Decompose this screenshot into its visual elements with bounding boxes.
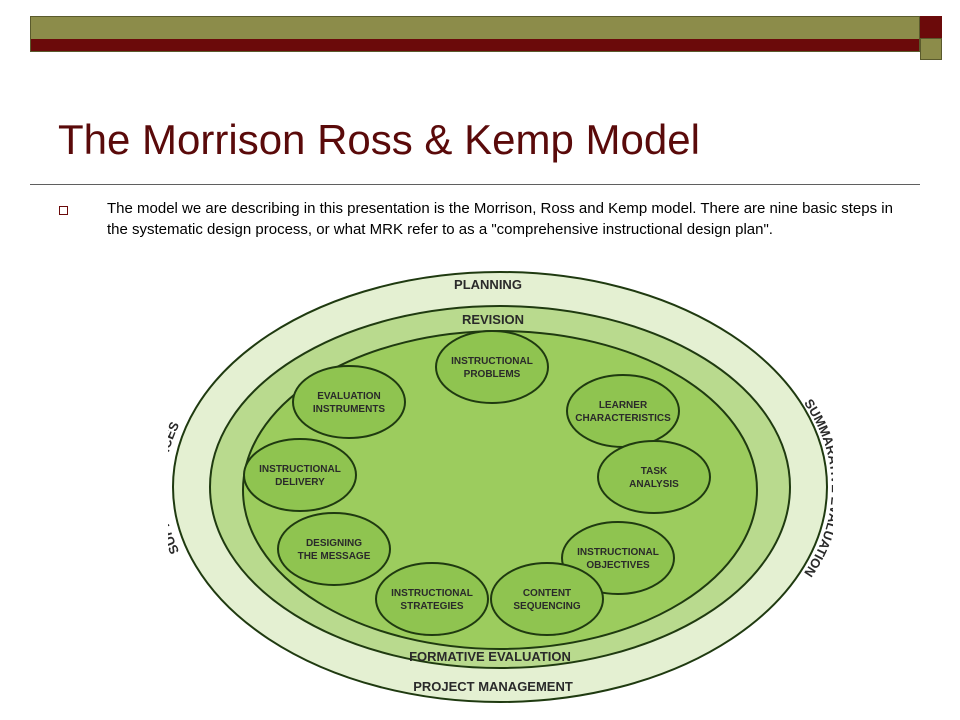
step-node-shape <box>375 562 489 636</box>
step-node: DESIGNING THE MESSAGE <box>277 512 391 586</box>
step-node-label-line: THE MESSAGE <box>298 551 371 562</box>
step-node-label: CONTENT SEQUENCING <box>513 588 580 612</box>
header-bar-accent <box>31 39 919 51</box>
corner-square-olive <box>920 38 942 60</box>
label-project-management: PROJECT MANAGEMENT <box>413 679 573 694</box>
header-bar <box>30 16 920 52</box>
step-node-label: INSTRUCTIONAL PROBLEMS <box>451 356 533 380</box>
bullet-text: The model we are describing in this pres… <box>107 200 893 238</box>
label-revision: REVISION <box>462 312 524 327</box>
step-node-label-line: ANALYSIS <box>629 479 679 490</box>
step-node: INSTRUCTIONAL STRATEGIES <box>375 562 489 636</box>
title-divider <box>30 184 920 185</box>
step-node-shape <box>277 512 391 586</box>
step-node-label-line: INSTRUCTIONAL <box>259 464 341 475</box>
step-node-label-line: INSTRUCTIONAL <box>391 588 473 599</box>
label-formative-evaluation: FORMATIVE EVALUATION <box>409 649 571 664</box>
step-node-label-line: INSTRUCTIONAL <box>451 356 533 367</box>
step-node: EVALUATION INSTRUMENTS <box>292 365 406 439</box>
step-node-label-line: TASK <box>641 466 668 477</box>
step-node: CONTENT SEQUENCING <box>490 562 604 636</box>
step-node-shape <box>243 438 357 512</box>
label-planning: PLANNING <box>454 277 522 292</box>
step-node-label-line: PROBLEMS <box>464 369 521 380</box>
step-node: INSTRUCTIONAL PROBLEMS <box>435 330 549 404</box>
mrk-model-diagram: PLANNING REVISION FORMATIVE EVALUATION P… <box>168 271 833 703</box>
step-node-label: INSTRUCTIONAL OBJECTIVES <box>577 547 659 571</box>
step-node-label-line: OBJECTIVES <box>586 560 650 571</box>
step-node-shape <box>566 374 680 448</box>
step-node: LEARNER CHARACTERISTICS <box>566 374 680 448</box>
step-node-label-line: LEARNER <box>599 400 648 411</box>
step-node-label-line: SEQUENCING <box>513 601 580 612</box>
step-node: TASK ANALYSIS <box>597 440 711 514</box>
step-node-label-line: DELIVERY <box>275 477 325 488</box>
step-node-shape <box>292 365 406 439</box>
step-node-shape <box>435 330 549 404</box>
step-node-label-line: INSTRUCTIONAL <box>577 547 659 558</box>
step-node-shape <box>490 562 604 636</box>
step-node-label: TASK ANALYSIS <box>629 466 679 490</box>
step-node-label: INSTRUCTIONAL DELIVERY <box>259 464 341 488</box>
step-node-label-line: CHARACTERISTICS <box>575 413 671 424</box>
design-steps: INSTRUCTIONAL PROBLEMS LEARNER CHARACTERIST… <box>243 330 711 636</box>
step-node-label-line: INSTRUMENTS <box>313 404 386 415</box>
step-node-label: INSTRUCTIONAL STRATEGIES <box>391 588 473 612</box>
step-node-label-line: EVALUATION <box>317 391 381 402</box>
step-node-label: EVALUATION INSTRUMENTS <box>313 391 386 415</box>
step-node: INSTRUCTIONAL DELIVERY <box>243 438 357 512</box>
step-node-label-line: CONTENT <box>523 588 571 599</box>
step-node-label: DESIGNING THE MESSAGE <box>298 538 371 562</box>
corner-square-dark <box>920 16 942 38</box>
bullet-square-icon <box>59 206 68 215</box>
step-node-label-line: STRATEGIES <box>400 601 463 612</box>
step-node-label-line: DESIGNING <box>306 538 362 549</box>
step-node-label: LEARNER CHARACTERISTICS <box>575 400 671 424</box>
step-node-shape <box>597 440 711 514</box>
slide-title: The Morrison Ross & Kemp Model <box>58 116 700 163</box>
